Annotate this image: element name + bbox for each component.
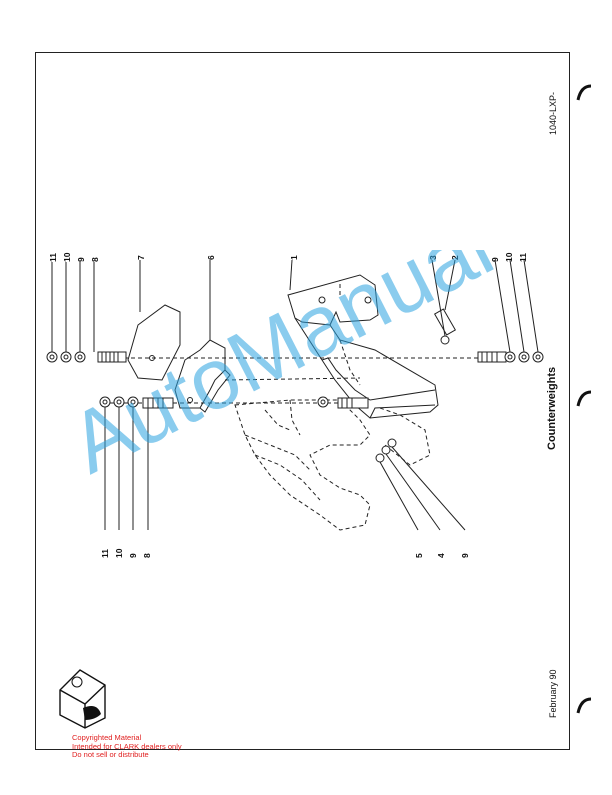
callout-9-bottom-right: 9 bbox=[460, 553, 470, 558]
page-border bbox=[35, 52, 570, 750]
page-bracket-icon bbox=[576, 390, 592, 407]
copyright-notice: Copyrighted Material Intended for CLARK … bbox=[72, 733, 182, 760]
copyright-line-3: Do not sell or distribute bbox=[72, 750, 149, 759]
doc-code: 1040-LXP- bbox=[548, 91, 558, 135]
callout-11-bottom: 11 bbox=[100, 549, 110, 558]
callout-5: 5 bbox=[414, 553, 424, 558]
callout-11: 11 bbox=[48, 253, 58, 262]
footer-date: February 90 bbox=[548, 669, 558, 718]
callout-9-bottom: 9 bbox=[128, 553, 138, 558]
callout-10-bottom: 10 bbox=[114, 548, 124, 558]
plate-7 bbox=[127, 304, 181, 381]
counterweight-exploded-diagram bbox=[46, 259, 544, 531]
copyright-line-2: Intended for CLARK dealers only bbox=[72, 741, 182, 751]
watermark: AutoManual bbox=[55, 198, 590, 492]
page-bracket-icon bbox=[576, 84, 592, 101]
clark-logo-icon bbox=[59, 669, 106, 729]
callout-8-bottom: 8 bbox=[142, 553, 152, 558]
copyright-line-1: Copyrighted Material bbox=[72, 733, 142, 742]
callout-4: 4 bbox=[436, 553, 446, 558]
watermark-text: AutoManual bbox=[70, 250, 508, 490]
plate-6 bbox=[174, 339, 226, 409]
page-bracket-icon bbox=[576, 697, 592, 714]
counterweight-body bbox=[287, 274, 439, 419]
